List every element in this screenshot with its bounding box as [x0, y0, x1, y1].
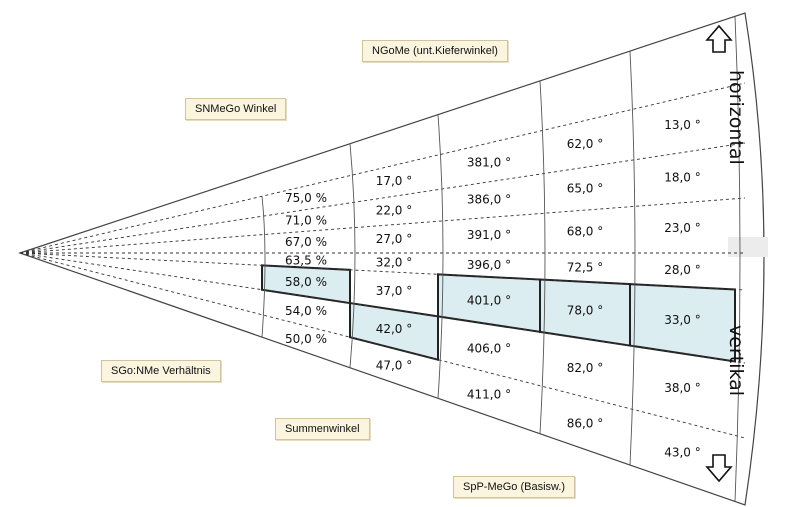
cell-value: 406,0 °	[467, 341, 511, 355]
cell-value: 86,0 °	[567, 416, 604, 430]
column-separator	[629, 51, 636, 466]
highlight-cell	[349, 301, 439, 361]
cell-value: 78,0 °	[567, 303, 604, 317]
cell-value: 13,0 °	[664, 118, 701, 132]
cell-values: 75,0 % 71,0 % 67,0 % 63,5 % 58,0 % 54,0 % 50,0…	[285, 118, 701, 460]
cell-value: 381,0 °	[467, 155, 511, 169]
side-band	[728, 237, 768, 257]
cell-value: 22,0 °	[376, 203, 413, 217]
column-separator	[539, 80, 546, 434]
fan-ray	[19, 252, 746, 291]
cell-value: 38,0 °	[664, 381, 701, 395]
horizontal-label: horizontal	[725, 70, 747, 165]
fan-ray	[19, 82, 746, 254]
cell-value: 58,0 %	[285, 275, 327, 289]
column-separator	[349, 143, 356, 368]
fan-ray	[19, 252, 746, 364]
side-annotations: horizontal vertikal	[705, 24, 747, 483]
cell-value: 386,0 °	[467, 193, 511, 207]
cell-value: 65,0 °	[567, 182, 604, 196]
arrow-up-icon	[705, 24, 733, 53]
highlight-cells	[261, 264, 736, 363]
label-ngome: NGoMe (unt.Kieferwinkel)	[362, 40, 508, 62]
cell-value: 23,0 °	[664, 221, 701, 235]
fan-ray	[19, 142, 746, 254]
fan-ray	[19, 197, 746, 254]
cell-value: 62,0 °	[567, 137, 604, 151]
fan-ray	[19, 252, 746, 439]
cell-value: 17,0 °	[376, 174, 413, 188]
cell-value: 82,0 °	[567, 361, 604, 375]
cell-value: 71,0 %	[285, 213, 327, 227]
label-snmego: SNMeGo Winkel	[185, 98, 287, 120]
cell-value: 28,0 °	[664, 263, 701, 277]
vertikal-label: vertikal	[725, 325, 747, 396]
label-summenwinkel: Summenwinkel	[275, 418, 370, 440]
fan-grid	[18, 12, 768, 506]
column-separator	[437, 114, 444, 399]
cell-value: 75,0 %	[285, 191, 327, 205]
cell-value: 42,0 °	[376, 322, 413, 336]
arrow-down-icon	[705, 454, 733, 483]
cell-value: 396,0 °	[467, 258, 511, 272]
cell-value: 37,0 °	[376, 284, 413, 298]
cell-value: 72,5 °	[567, 260, 604, 274]
cell-value: 411,0 °	[467, 387, 511, 401]
cell-value: 67,0 %	[285, 235, 327, 249]
cell-value: 50,0 %	[285, 332, 327, 346]
label-sgo-nme: SGo:NMe Verhältnis	[101, 360, 221, 382]
cell-value: 32,0 °	[376, 256, 413, 270]
cell-value: 43,0 °	[664, 446, 701, 460]
cell-value: 68,0 °	[567, 225, 604, 239]
label-spp-mego: SpP-MeGo (Basisw.)	[453, 476, 576, 498]
cell-value: 33,0 °	[664, 313, 701, 327]
cell-value: 63,5 %	[285, 253, 327, 267]
column-separator	[734, 16, 741, 502]
column-separator	[261, 196, 266, 338]
cell-value: 401,0 °	[467, 294, 511, 308]
cell-value: 18,0 °	[664, 171, 701, 185]
cell-value: 27,0 °	[376, 232, 413, 246]
cell-value: 47,0 °	[376, 359, 413, 373]
cell-value: 54,0 %	[285, 304, 327, 318]
cell-value: 391,0 °	[467, 228, 511, 242]
